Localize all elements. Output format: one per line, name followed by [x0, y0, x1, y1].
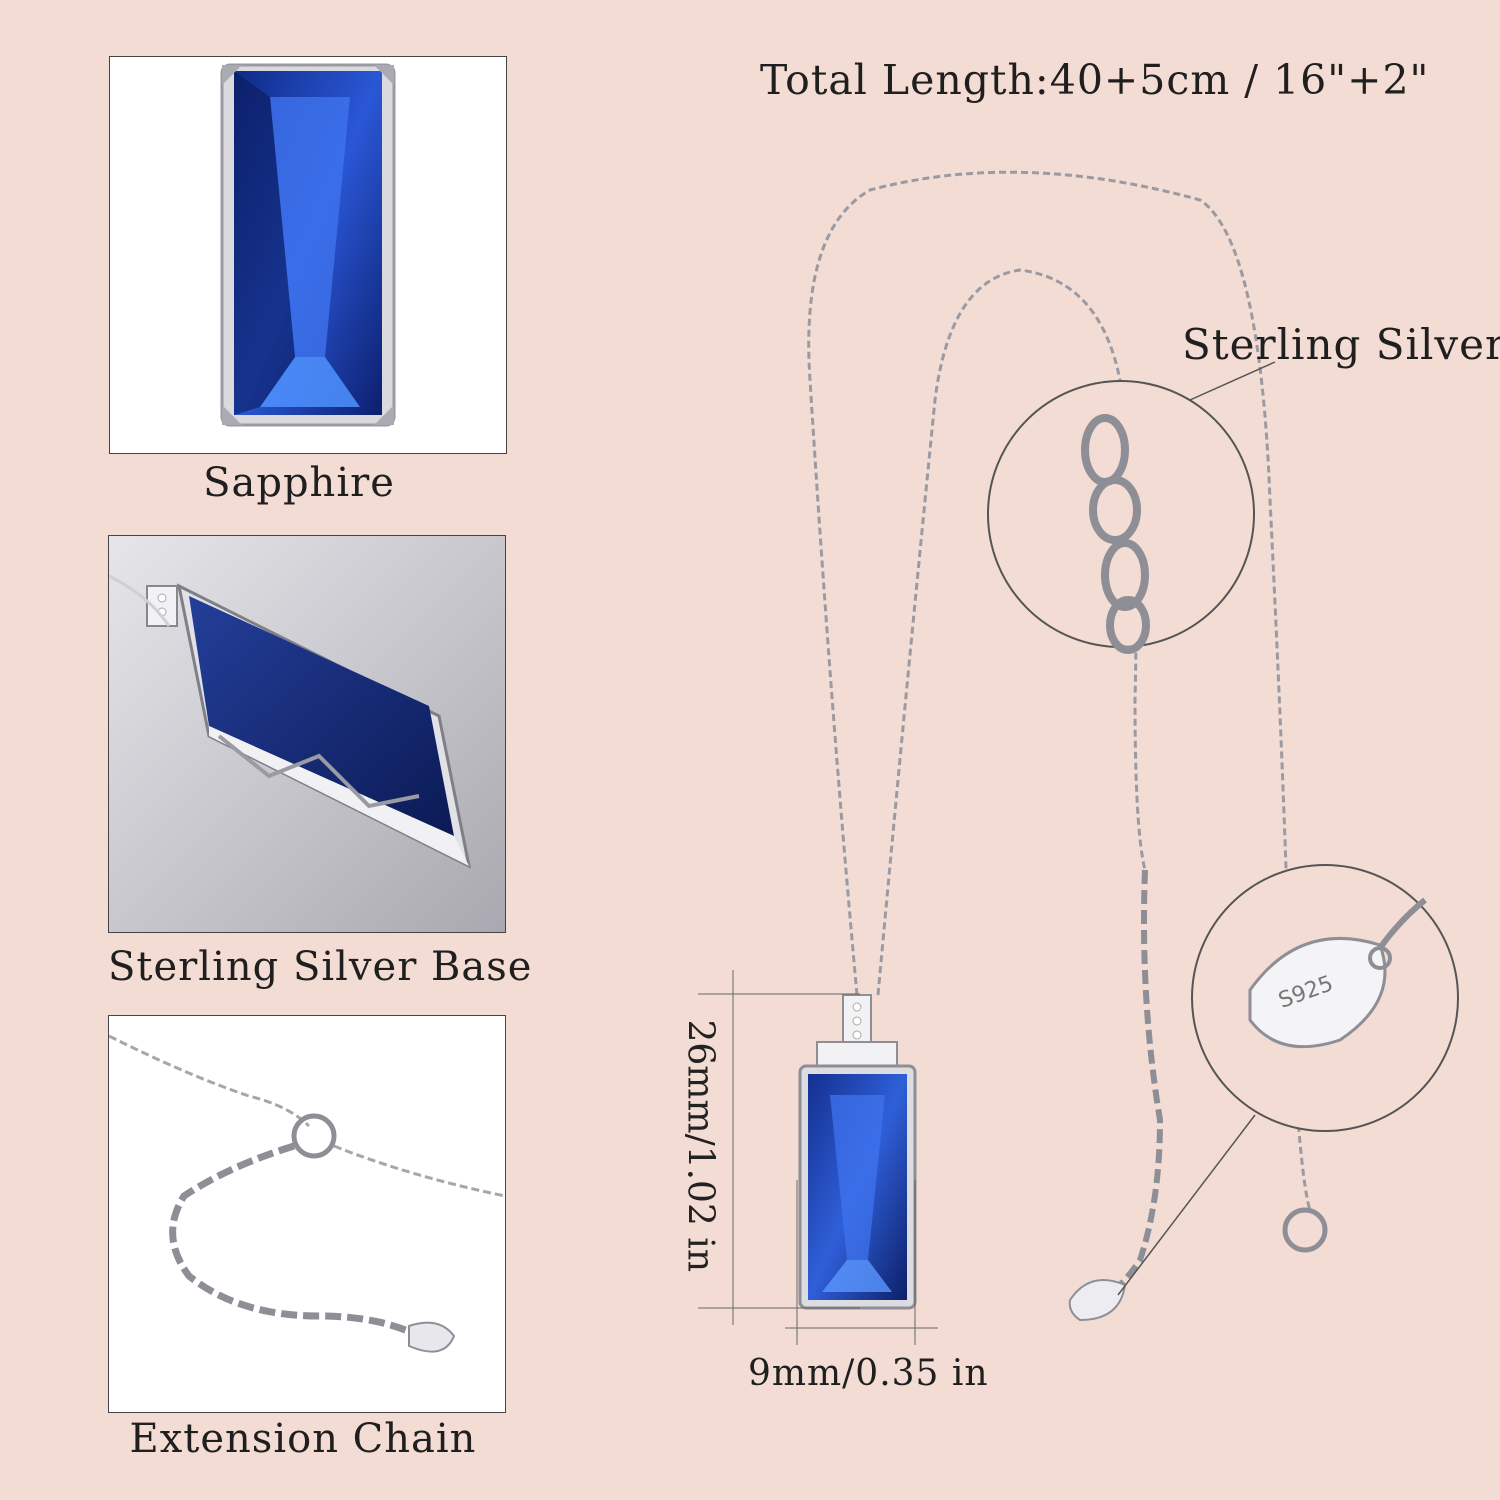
extension-chain [1098, 869, 1164, 1303]
sterling-silver-label: Sterling Silver [1182, 320, 1500, 369]
silver-base-caption: Sterling Silver Base [108, 944, 533, 990]
silver-base-image [109, 536, 505, 932]
chain-inner [876, 268, 1147, 996]
extension-chain-caption: Extension Chain [129, 1416, 477, 1462]
total-length-label: Total Length:40+5cm / 16"+2" [760, 56, 1430, 104]
silver-base-panel [108, 535, 506, 933]
width-dimension-label: 9mm/0.35 in [748, 1353, 989, 1394]
drop-tag [1068, 1279, 1127, 1322]
extension-chain-panel [108, 1015, 506, 1413]
spring-clasp [1282, 1207, 1328, 1253]
height-dimension-label: 26mm/1.02 in [679, 1019, 721, 1273]
sapphire-closeup-panel [109, 56, 507, 454]
sapphire-closeup-image [220, 63, 396, 427]
sapphire-caption: Sapphire [203, 460, 395, 506]
extension-chain-image [109, 1034, 505, 1353]
